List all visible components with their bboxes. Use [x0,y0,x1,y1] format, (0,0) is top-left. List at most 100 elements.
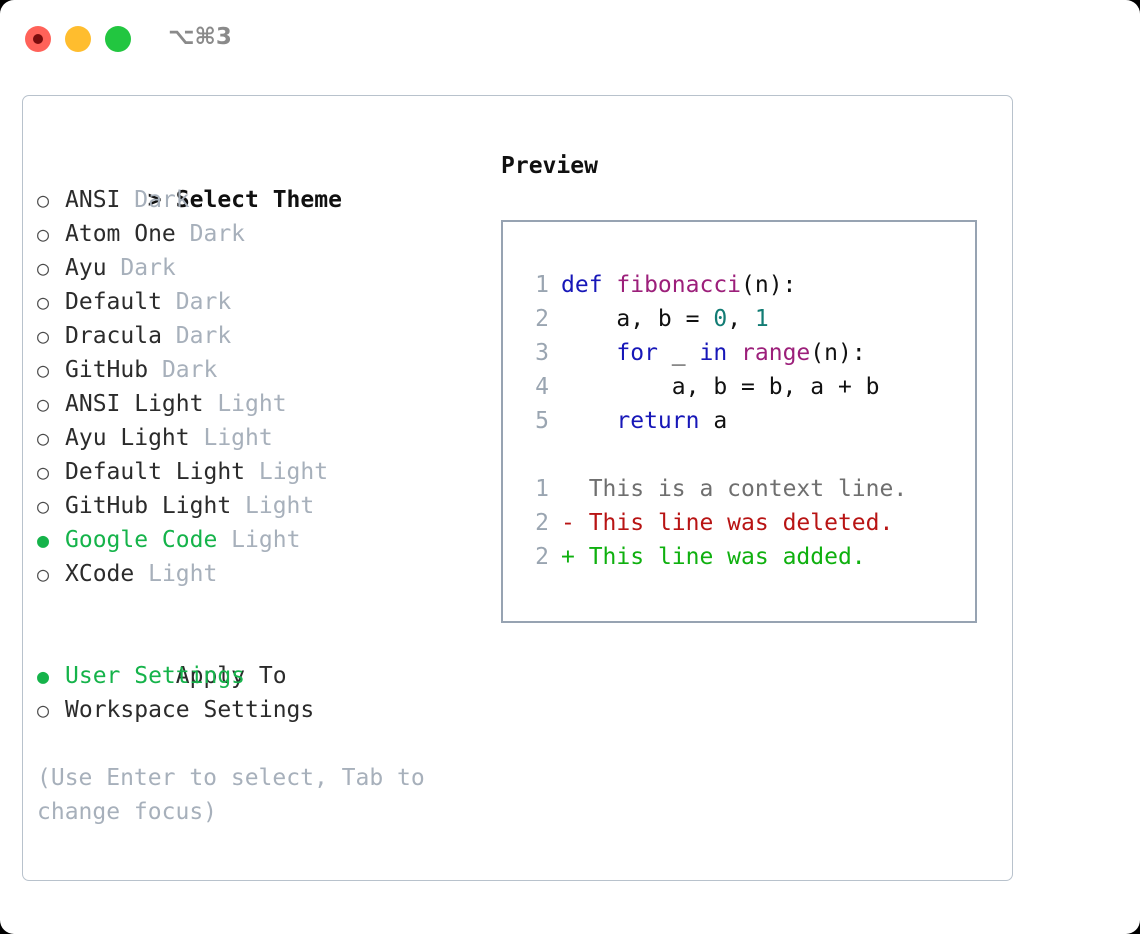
code-token: fibonacci [616,272,742,298]
code-line: 4 a, b = b, a + b [503,370,975,404]
code-line-text: return a [549,408,727,434]
theme-option-name: Dracula [65,323,162,349]
theme-option-variant: Dark [175,221,246,247]
diff-line: 1 This is a context line. [503,472,975,506]
code-token: range [741,340,811,366]
maximize-button[interactable] [105,26,131,52]
diff-line-text: + This line was added. [549,544,866,570]
theme-option-variant: Light [189,425,273,451]
line-number: 5 [535,408,549,434]
apply-to-title: Apply To [175,663,287,689]
theme-option-variant: Dark [161,323,232,349]
apply-to-list: ●User Settings○Workspace Settings [37,659,487,727]
title-bar: ⌥⌘3 [0,0,1140,78]
theme-option-name: ANSI Light [65,391,204,417]
line-number: 1 [535,272,549,298]
radio-selected-icon: ● [37,664,50,688]
code-token [561,340,616,366]
radio-unselected-icon: ○ [37,494,50,518]
theme-option-variant: Dark [120,187,190,213]
theme-option-name: Default Light [65,459,246,485]
diff-text: This line was deleted. [588,510,894,536]
code-line: 3 for _ in range(n): [503,336,975,370]
radio-unselected-icon: ○ [37,256,50,280]
radio-unselected-icon: ○ [37,698,50,722]
code-line: 5 return a [503,404,975,438]
theme-option-name: Ayu [65,255,107,281]
code-token: in [699,340,728,366]
line-number: 2 [535,510,549,536]
theme-option[interactable]: ○Ayu Light Light [37,421,487,455]
radio-unselected-icon: ○ [37,460,50,484]
theme-option-variant: Light [245,459,329,485]
theme-option-name: Google Code [65,527,218,553]
theme-selector-panel: >Select Theme ○ANSI Dark○Atom One Dark○A… [22,95,1013,881]
theme-list-column: >Select Theme ○ANSI Dark○Atom One Dark○A… [37,149,487,829]
theme-option-name: Ayu Light [65,425,190,451]
theme-option-variant: Dark [148,357,218,383]
diff-marker: - [561,510,589,536]
code-line-text: for _ in range(n): [549,340,865,366]
diff-sample: 1 This is a context line.2- This line wa… [503,472,975,574]
apply-to-option[interactable]: ○Workspace Settings [37,693,487,727]
theme-option-variant: Dark [106,255,176,281]
theme-option[interactable]: ○ANSI Dark [37,183,487,217]
theme-option[interactable]: ○Default Dark [37,285,487,319]
hint-text: (Use Enter to select, Tab to change focu… [37,765,425,825]
diff-line: 2+ This line was added. [503,540,975,574]
minimize-button[interactable] [65,26,91,52]
theme-option[interactable]: ○ANSI Light Light [37,387,487,421]
theme-option[interactable]: ○ Default Light Light [37,455,487,489]
code-token: def [561,272,617,298]
theme-option[interactable]: ○ Ayu Dark [37,251,487,285]
caret-icon: > [147,187,162,213]
code-line: 2 a, b = 0, 1 [503,302,975,336]
theme-option[interactable]: ○GitHub Dark [37,353,487,387]
theme-option[interactable]: ○XCode Light [37,557,487,591]
line-number: 2 [535,544,549,570]
theme-option-variant: Dark [161,289,232,315]
theme-option-variant: Light [231,493,315,519]
diff-marker [561,476,589,502]
radio-unselected-icon: ○ [37,324,50,348]
code-token [561,408,616,434]
diff-line: 2- This line was deleted. [503,506,975,540]
theme-list: ○ANSI Dark○Atom One Dark○Ayu Dark○Defaul… [37,183,487,591]
theme-option-variant: Light [203,391,287,417]
theme-option-name: ANSI [65,187,121,213]
apply-to-option[interactable]: ●User Settings [37,659,487,693]
code-token: 1 [754,306,769,332]
code-token: return [616,408,700,434]
theme-option[interactable]: ●Google Code Light [37,523,487,557]
code-token: a [699,408,728,434]
diff-line-text: - This line was deleted. [549,510,893,536]
radio-unselected-icon: ○ [37,290,50,314]
theme-option[interactable]: ○ Atom One Dark [37,217,487,251]
diff-text: This line was added. [588,544,866,570]
theme-option[interactable]: ○ GitHub Light Light [37,489,487,523]
list-spacer [37,591,487,625]
theme-option-variant: Light [217,527,301,553]
line-number: 2 [535,306,549,332]
radio-unselected-icon: ○ [37,222,50,246]
line-number: 4 [535,374,549,400]
close-button[interactable] [25,26,51,52]
theme-option-name: Atom One [65,221,176,247]
apply-to-heading: Apply To [37,625,487,689]
code-line-text: def fibonacci(n): [549,272,796,298]
theme-option-name: GitHub [65,357,149,383]
code-token: , [727,306,755,332]
theme-option-name: GitHub Light [65,493,232,519]
theme-option-variant: Light [134,561,218,587]
theme-option[interactable]: ○ Dracula Dark [37,319,487,353]
code-token: (n): [741,272,797,298]
code-line-text: a, b = 0, 1 [549,306,769,332]
line-number: 1 [535,476,549,502]
diff-text: This is a context line. [588,476,908,502]
code-token: for [616,340,658,366]
diff-marker: + [561,544,589,570]
